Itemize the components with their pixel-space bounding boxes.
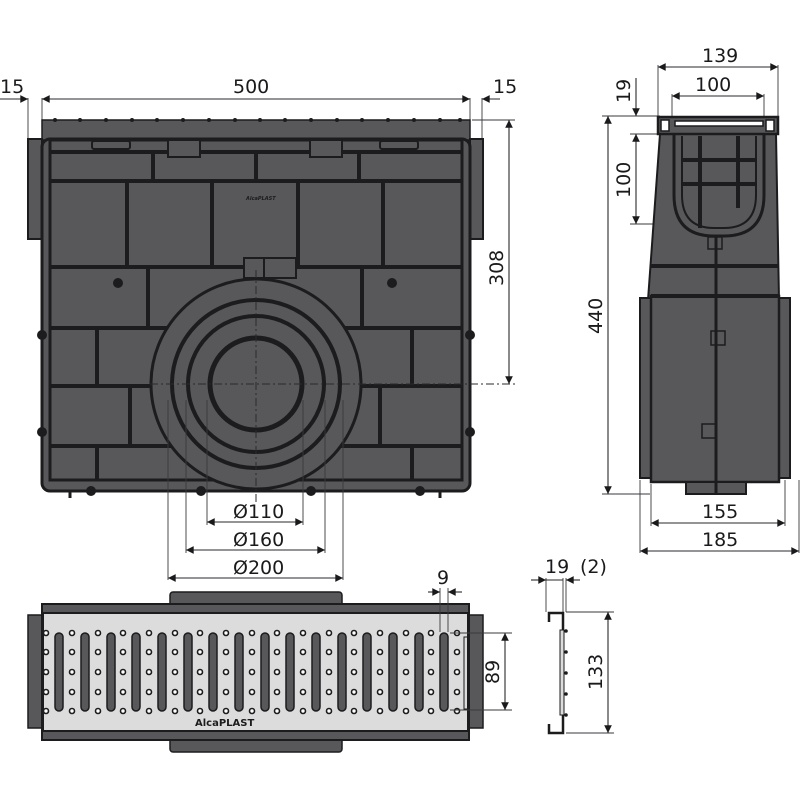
top-width-label: 139 <box>702 45 738 67</box>
grate-bumps <box>53 118 462 122</box>
basket-depth-label: 100 <box>613 162 635 198</box>
bottom-outer-width-label: 185 <box>702 529 738 551</box>
grate-section-view: 19 (2) 133 <box>531 556 614 735</box>
section-thickness-label: 19 <box>545 556 569 578</box>
front-view: 15 500 15 <box>0 76 517 582</box>
outlet-height-label: 308 <box>486 250 508 286</box>
section-height-label: 133 <box>585 654 607 690</box>
left-flange-label: 15 <box>0 76 24 98</box>
right-flange <box>469 138 484 240</box>
grate-top-strip <box>41 119 471 141</box>
side-view: 139 100 19 100 440 <box>585 45 800 555</box>
inner-width-label: 100 <box>695 74 731 96</box>
bottom-inner-width-label: 155 <box>702 501 738 523</box>
left-flange <box>27 138 43 240</box>
slot-length-label: 89 <box>482 660 504 684</box>
width-label: 500 <box>233 76 269 98</box>
outlet-d160-label: Ø160 <box>233 529 284 551</box>
slot-pitch-label: 9 <box>437 567 449 589</box>
grate-logo: AlcaPLAST <box>195 718 254 729</box>
outlet-d110-label: Ø110 <box>233 501 284 523</box>
outlet-diameter-dimensions: Ø110 Ø160 Ø200 <box>167 400 344 582</box>
body-logo: AlcaPLAST <box>245 196 276 202</box>
outlet-d200-label: Ø200 <box>233 557 284 579</box>
width-dimension: 15 500 15 <box>0 76 517 140</box>
grate-holes <box>42 629 461 715</box>
section-offset-label: (2) <box>580 556 607 578</box>
total-height-label: 440 <box>585 298 607 334</box>
right-flange-label: 15 <box>493 76 517 98</box>
grate-plan-view: AlcaPLAST 9 89 <box>27 567 512 753</box>
outlet-height-dimension: 308 <box>472 119 515 384</box>
grate-slots <box>54 632 449 712</box>
grate-thickness-label: 19 <box>613 79 635 103</box>
